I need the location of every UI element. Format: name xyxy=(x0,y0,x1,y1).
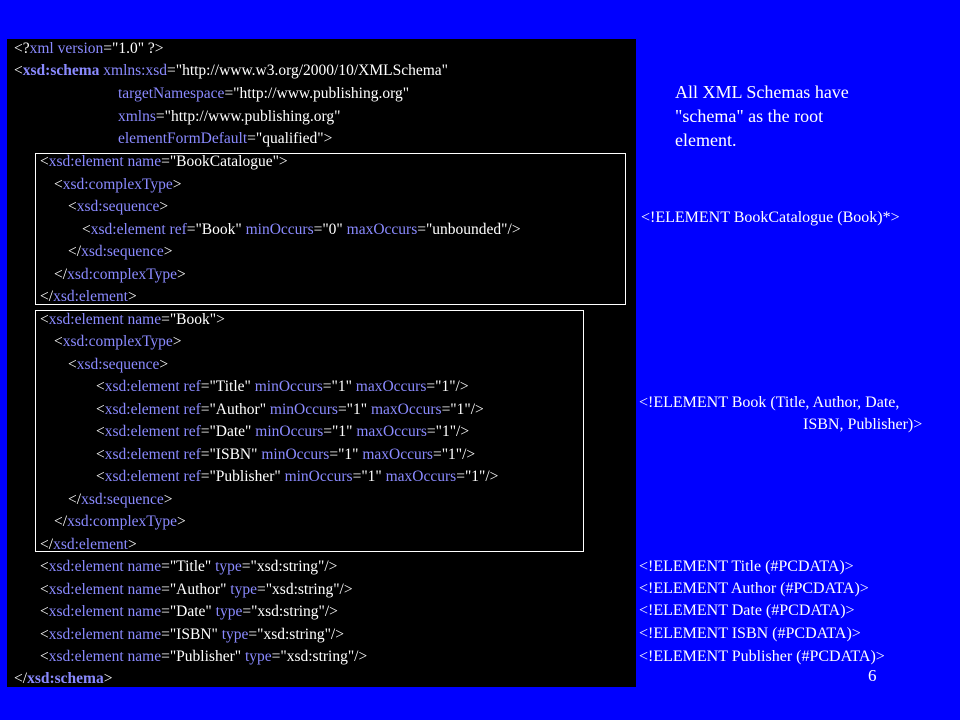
isbn-element-line: <xsd:element name="ISBN" type="xsd:strin… xyxy=(40,626,344,643)
bookcatalogue-element-line: <xsd:element name="BookCatalogue"> xyxy=(40,153,288,170)
author-ref-line: <xsd:element ref="Author" minOccurs="1" … xyxy=(96,401,484,418)
element-close-line: </xsd:element> xyxy=(40,288,137,305)
dtd-book-line-1: <!ELEMENT Book (Title, Author, Date, xyxy=(639,394,900,411)
code-panel xyxy=(7,39,636,687)
dtd-isbn: <!ELEMENT ISBN (#PCDATA)> xyxy=(639,625,861,642)
book-element-line: <xsd:element name="Book"> xyxy=(40,311,225,328)
sequence-open-line: <xsd:sequence> xyxy=(68,198,169,215)
element-form-default-line: elementFormDefault="qualified"> xyxy=(118,130,333,147)
complextype-open-line: <xsd:complexType> xyxy=(54,176,182,193)
dtd-title: <!ELEMENT Title (#PCDATA)> xyxy=(639,558,854,575)
isbn-ref-line: <xsd:element ref="ISBN" minOccurs="1" ma… xyxy=(96,446,476,463)
dtd-date: <!ELEMENT Date (#PCDATA)> xyxy=(639,602,855,619)
title-ref-line: <xsd:element ref="Title" minOccurs="1" m… xyxy=(96,378,469,395)
book-ref-line: <xsd:element ref="Book" minOccurs="0" ma… xyxy=(82,221,521,238)
book-box xyxy=(35,310,584,552)
page-number: 6 xyxy=(868,666,877,685)
book-sequence-open-line: <xsd:sequence> xyxy=(68,356,169,373)
book-element-close-line: </xsd:element> xyxy=(40,536,137,553)
book-sequence-close-line: </xsd:sequence> xyxy=(68,491,173,508)
dtd-bookcatalogue: <!ELEMENT BookCatalogue (Book)*> xyxy=(641,209,900,226)
xmlns-line: xmlns="http://www.publishing.org" xyxy=(118,108,341,125)
dtd-book-line-2: ISBN, Publisher)> xyxy=(803,416,923,433)
schema-close-line: </xsd:schema> xyxy=(14,670,113,687)
dtd-author: <!ELEMENT Author (#PCDATA)> xyxy=(639,580,869,597)
title-element-line: <xsd:element name="Title" type="xsd:stri… xyxy=(40,558,338,575)
author-element-line: <xsd:element name="Author" type="xsd:str… xyxy=(40,581,353,598)
publisher-element-line: <xsd:element name="Publisher" type="xsd:… xyxy=(40,648,368,665)
target-namespace-line: targetNamespace="http://www.publishing.o… xyxy=(118,85,410,102)
complextype-close-line: </xsd:complexType> xyxy=(54,266,186,283)
sequence-close-line: </xsd:sequence> xyxy=(68,243,173,260)
xml-declaration: <?xml version="1.0" ?> xyxy=(14,40,164,57)
schema-open-line: <xsd:schema xmlns:xsd="http://www.w3.org… xyxy=(14,62,449,79)
dtd-publisher: <!ELEMENT Publisher (#PCDATA)> xyxy=(639,648,885,665)
book-complextype-open-line: <xsd:complexType> xyxy=(54,333,182,350)
date-element-line: <xsd:element name="Date" type="xsd:strin… xyxy=(40,603,338,620)
publisher-ref-line: <xsd:element ref="Publisher" minOccurs="… xyxy=(96,468,499,485)
book-complextype-close-line: </xsd:complexType> xyxy=(54,513,186,530)
date-ref-line: <xsd:element ref="Date" minOccurs="1" ma… xyxy=(96,423,470,440)
note-line-2: "schema" as the root xyxy=(675,106,824,126)
note-line-1: All XML Schemas have xyxy=(675,82,849,102)
schema-root-note: All XML Schemas have "schema" as the roo… xyxy=(675,80,849,152)
bookcatalogue-box xyxy=(35,153,626,305)
note-line-3: element. xyxy=(675,130,737,150)
